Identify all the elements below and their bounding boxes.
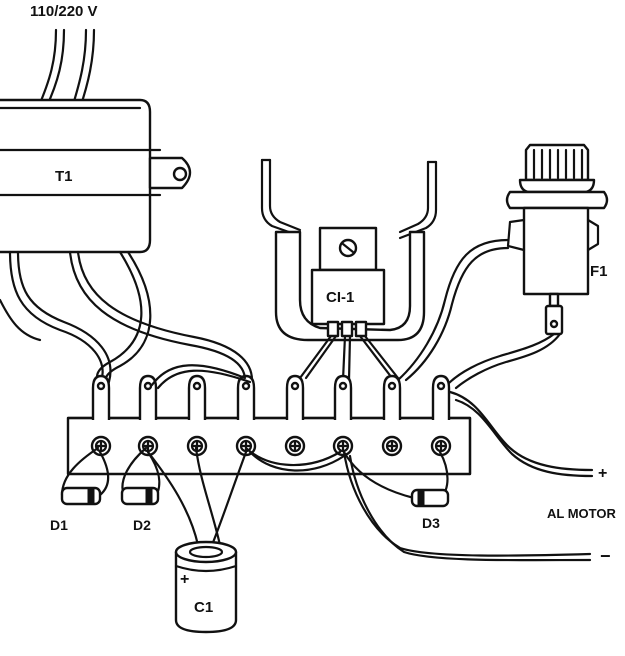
terminal-screw-slot (434, 439, 448, 453)
supply-label: 110/220 V (30, 3, 98, 20)
terminal-screw-slot (288, 439, 302, 453)
fuse-label: F1 (590, 263, 608, 280)
regulator-label: CI-1 (326, 289, 354, 306)
terminal-screw-head (94, 439, 108, 453)
terminal-lug-hole (290, 381, 300, 391)
terminal-lug-hole (436, 381, 446, 391)
terminal-screw-head (385, 439, 399, 453)
diode-d1-label: D1 (50, 517, 68, 533)
capacitor-polarity: + (180, 571, 189, 588)
motor-leads (342, 390, 594, 562)
terminal-screw-slot (336, 439, 350, 453)
terminal-screw-head (434, 439, 448, 453)
terminal-screw-slot (385, 439, 399, 453)
heatsink (260, 158, 438, 342)
motor-minus-label: − (600, 546, 611, 566)
diode-d3 (410, 488, 450, 508)
motor-plus-label: + (598, 465, 607, 482)
fuse-wires (396, 238, 562, 390)
diode-d1 (60, 486, 102, 506)
regulator-leads (298, 334, 400, 382)
diode-d2-label: D2 (133, 517, 151, 533)
terminal-lug-hole (192, 381, 202, 391)
fuse-holder-f1 (505, 143, 609, 336)
terminal-screw-head (336, 439, 350, 453)
diode-d3-label: D3 (422, 515, 440, 531)
transformer-label: T1 (55, 168, 73, 185)
terminal-lug-hole (96, 381, 106, 391)
terminal-lug-hole (387, 381, 397, 391)
motor-label: AL MOTOR (547, 506, 616, 521)
transformer-t1 (0, 98, 192, 254)
terminal-lugs (91, 374, 451, 420)
terminal-lug-hole (143, 381, 153, 391)
terminal-screw-slot (141, 439, 155, 453)
terminal-lug-hole (241, 381, 251, 391)
terminal-screw-slot (94, 439, 108, 453)
capacitor-c1 (174, 540, 238, 634)
terminal-screw-head (288, 439, 302, 453)
capacitor-label: C1 (194, 599, 213, 616)
left-lead (0, 298, 42, 342)
regulator-ci1 (310, 226, 386, 338)
diode-d2 (120, 486, 160, 506)
mains-leads (36, 28, 96, 110)
terminal-lug-hole (338, 381, 348, 391)
transformer-secondary-leads (8, 250, 254, 387)
strip-jumpers (150, 364, 346, 472)
